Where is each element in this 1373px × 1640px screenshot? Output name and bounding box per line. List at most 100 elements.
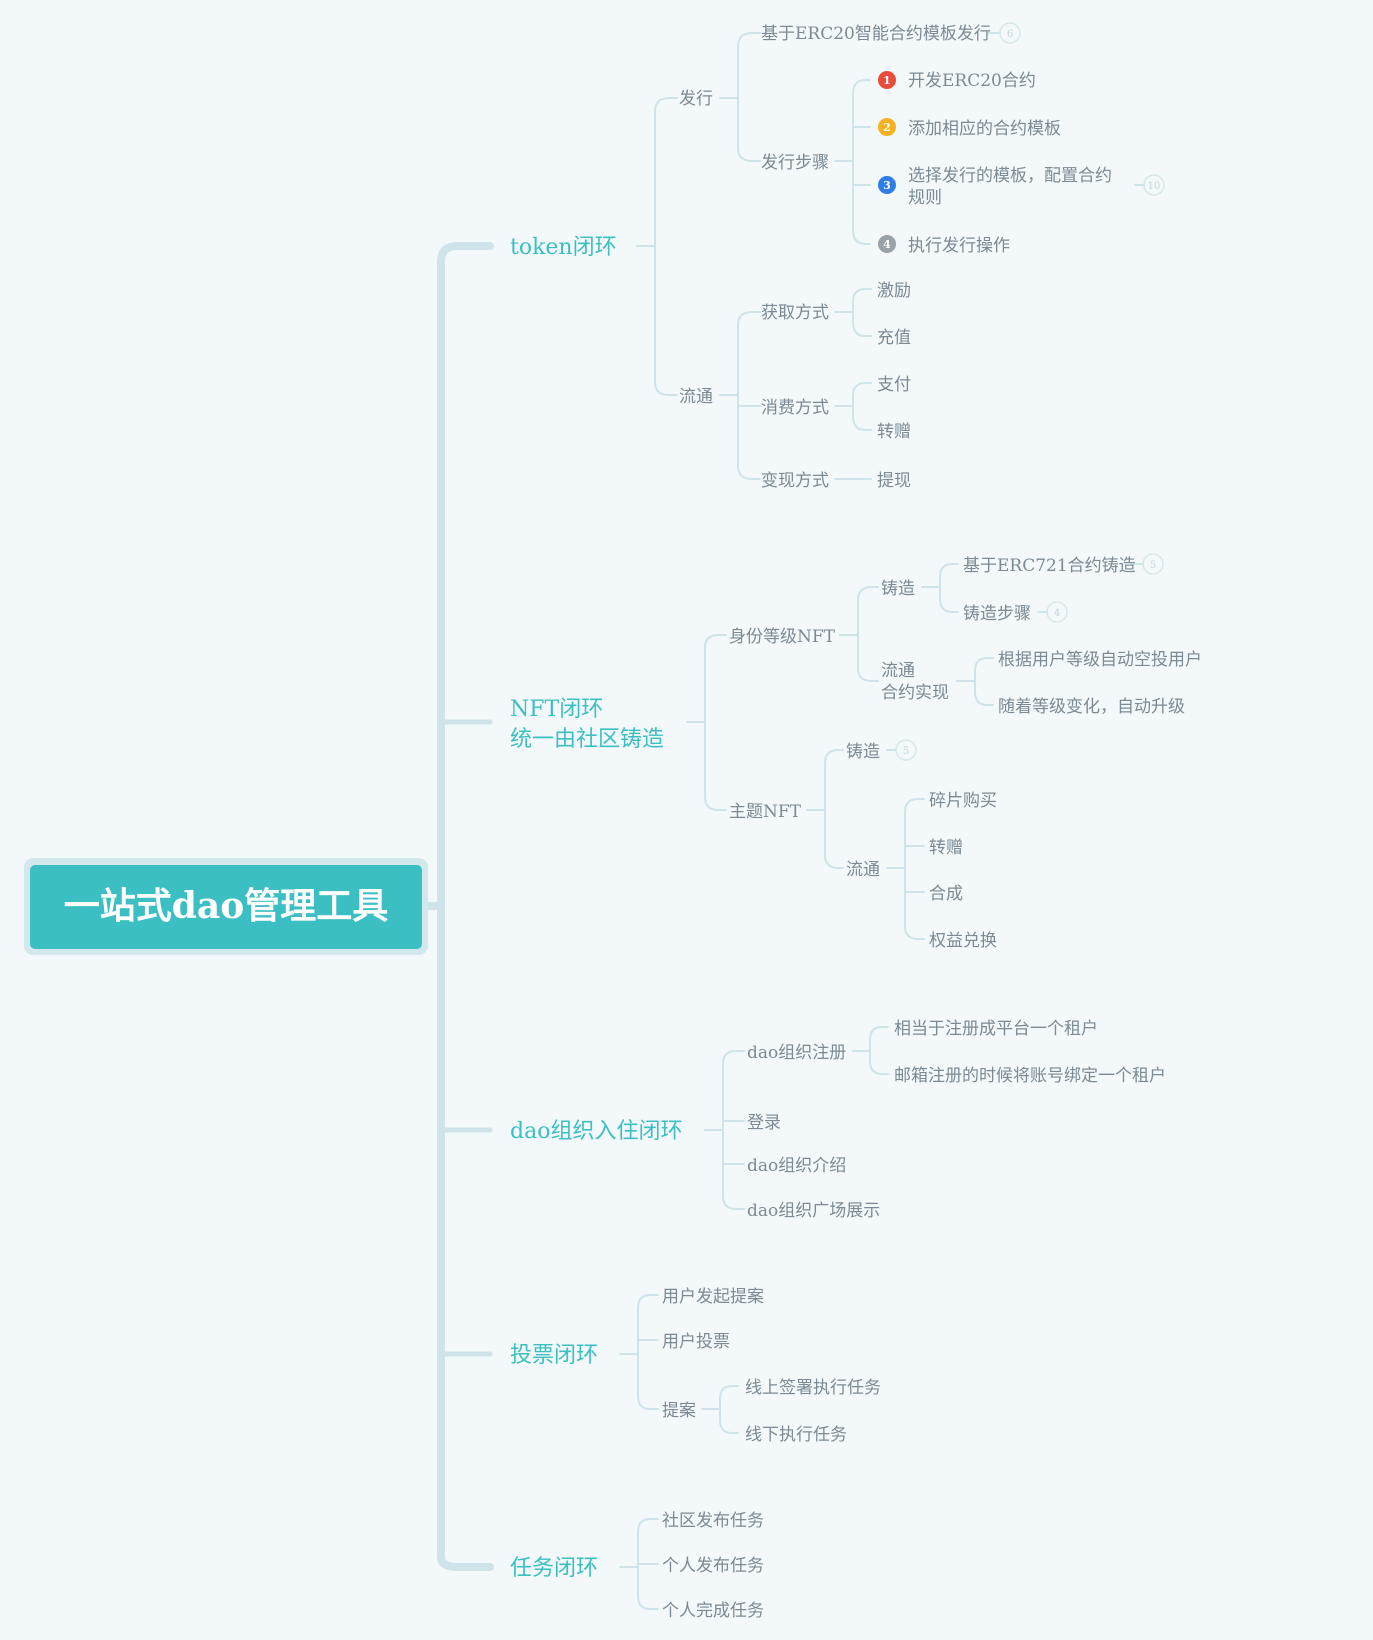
node-quanyi[interactable]: 权益兑换: [929, 931, 997, 951]
edge-vote: [619, 1294, 659, 1410]
badge-count: 4: [1054, 608, 1060, 619]
edge-tian: [701, 1385, 739, 1434]
step-1-number-icon: [878, 71, 896, 89]
edge-token: [636, 97, 678, 396]
step-2-label: 添加相应的合约模板: [908, 119, 1061, 139]
badge-circle: [1143, 174, 1165, 196]
node-zhifu[interactable]: 支付: [877, 375, 911, 395]
node-liutong-line1[interactable]: 流通: [881, 661, 915, 681]
node-tenant[interactable]: 相当于注册成平台一个租户: [894, 1019, 1098, 1039]
step-3-number: 3: [883, 179, 891, 192]
badge-count: 6: [1007, 29, 1013, 40]
badge-count: 10: [1148, 181, 1161, 192]
badge-circle: [895, 739, 917, 761]
step-3-number-icon: [878, 176, 896, 194]
step-4-number-icon: [878, 235, 896, 253]
node-suipian[interactable]: 碎片购买: [929, 791, 997, 811]
node-proposal-create[interactable]: 用户发起提案: [662, 1287, 764, 1307]
node-zhuanzeng-2[interactable]: 转赠: [929, 838, 963, 858]
badge-count: 5: [903, 746, 909, 757]
node-dao-zhuce[interactable]: dao组织注册: [747, 1043, 846, 1063]
node-tixian[interactable]: 提现: [877, 471, 911, 491]
node-zhuanzeng[interactable]: 转赠: [877, 422, 911, 442]
step-3[interactable]: 3 选择发行的模板，配置合约 规则: [878, 166, 1112, 208]
branch-task[interactable]: 任务闭环: [510, 1556, 598, 1581]
root-node-box: [30, 865, 422, 949]
branch-dao[interactable]: dao组织入住闭环: [510, 1119, 682, 1144]
badge-circle: [1046, 601, 1068, 623]
node-online-sign[interactable]: 线上签署执行任务: [745, 1378, 881, 1398]
branch-token[interactable]: token闭环: [510, 235, 617, 260]
node-dao-square[interactable]: dao组织广场展示: [747, 1201, 880, 1221]
node-erc20-template[interactable]: 基于ERC20智能合约模板发行: [761, 24, 991, 44]
step-2[interactable]: 2 添加相应的合约模板: [878, 118, 1061, 139]
node-tian[interactable]: 提案: [662, 1401, 696, 1421]
edge-xiaofei: [834, 382, 872, 431]
badge-erc20[interactable]: 6: [999, 22, 1021, 44]
step-3-label-line1: 选择发行的模板，配置合约: [908, 166, 1112, 186]
node-email-bind[interactable]: 邮箱注册的时候将账号绑定一个租户: [894, 1066, 1166, 1086]
node-offline-exec[interactable]: 线下执行任务: [745, 1425, 847, 1445]
badge-count: 5: [1150, 560, 1156, 571]
node-liutong-line2[interactable]: 合约实现: [881, 683, 949, 703]
node-zhuzao-2[interactable]: 铸造: [846, 742, 880, 762]
branch-token-title: token闭环: [510, 235, 617, 260]
edges: [424, 32, 1145, 1610]
edge-liutong-hyyz: [956, 657, 994, 706]
edge-shenfen: [839, 586, 879, 682]
edge-zhuti-liutong: [886, 798, 925, 940]
branch-vote-title: 投票闭环: [510, 1343, 598, 1368]
branch-nft[interactable]: NFT闭环 统一由社区铸造: [510, 697, 664, 752]
node-hecheng[interactable]: 合成: [929, 884, 963, 904]
edge-trunk: [424, 242, 494, 1571]
branch-vote[interactable]: 投票闭环: [510, 1343, 598, 1368]
badge-step3[interactable]: 10: [1143, 174, 1165, 196]
node-airdrop[interactable]: 根据用户等级自动空投用户: [998, 650, 1202, 670]
step-1-number: 1: [883, 74, 891, 87]
branch-task-title: 任务闭环: [510, 1556, 598, 1581]
edge-dao-zhuce: [852, 1026, 889, 1075]
edge-zhuti: [806, 749, 844, 869]
node-user-vote[interactable]: 用户投票: [662, 1332, 730, 1352]
step-4[interactable]: 4 执行发行操作: [878, 235, 1010, 256]
node-faxing-steps[interactable]: 发行步骤: [761, 153, 829, 173]
edge-task: [619, 1518, 659, 1610]
badge-circle: [999, 22, 1021, 44]
node-faxing[interactable]: 发行: [679, 89, 713, 109]
edge-dao: [704, 1050, 745, 1210]
node-zhuzao-1[interactable]: 铸造: [881, 579, 915, 599]
node-denglu[interactable]: 登录: [747, 1113, 781, 1133]
step-2-number-icon: [878, 118, 896, 136]
edge-steps: [834, 79, 871, 245]
node-zhuti-nft[interactable]: 主题NFT: [729, 802, 802, 822]
root-title: 一站式dao管理工具: [64, 885, 389, 927]
node-zhuti-liutong[interactable]: 流通: [846, 860, 880, 880]
root-node[interactable]: 一站式dao管理工具: [24, 858, 428, 955]
node-xiaofei[interactable]: 消费方式: [761, 398, 829, 418]
node-dao-intro[interactable]: dao组织介绍: [747, 1156, 846, 1176]
badge-erc721[interactable]: 5: [1142, 553, 1164, 575]
node-jili[interactable]: 激励: [877, 281, 911, 301]
node-community-task[interactable]: 社区发布任务: [662, 1511, 764, 1531]
edge-huoqu: [834, 288, 872, 337]
node-upgrade[interactable]: 随着等级变化，自动升级: [998, 697, 1185, 717]
edge-nft: [686, 634, 727, 811]
edge-zhuzao1: [921, 563, 959, 613]
step-4-label: 执行发行操作: [908, 236, 1010, 256]
badge-zhuzao-2[interactable]: 5: [895, 739, 917, 761]
node-personal-publish[interactable]: 个人发布任务: [662, 1556, 764, 1576]
step-1[interactable]: 1 开发ERC20合约: [878, 71, 1036, 91]
node-chongzhi[interactable]: 充值: [877, 328, 911, 348]
edge-faxing: [719, 32, 761, 162]
node-huoqu[interactable]: 获取方式: [761, 303, 829, 323]
edge-liutong: [719, 311, 761, 480]
step-2-number: 2: [883, 121, 891, 134]
node-personal-complete[interactable]: 个人完成任务: [662, 1601, 764, 1621]
node-erc721[interactable]: 基于ERC721合约铸造: [963, 556, 1136, 576]
node-bianxian[interactable]: 变现方式: [761, 471, 829, 491]
node-shenfen-nft[interactable]: 身份等级NFT: [729, 627, 836, 647]
node-zhuzao-steps[interactable]: 铸造步骤: [963, 604, 1031, 624]
badge-zhuzao-steps[interactable]: 4: [1046, 601, 1068, 623]
node-liutong[interactable]: 流通: [679, 387, 713, 407]
